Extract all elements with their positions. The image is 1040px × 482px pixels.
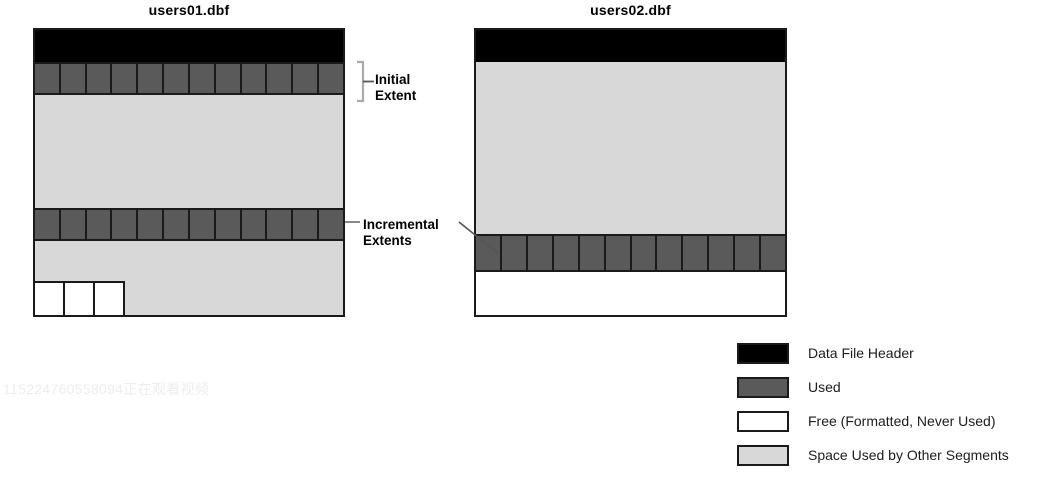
extent-cell bbox=[215, 64, 242, 93]
extent-cell bbox=[189, 64, 216, 93]
extent-cell bbox=[476, 236, 502, 270]
extent-cell bbox=[60, 210, 87, 239]
band-incremental-extent bbox=[476, 234, 785, 272]
extent-cell bbox=[35, 64, 61, 93]
extent-cell bbox=[215, 210, 242, 239]
legend-item-used: Used bbox=[737, 370, 1009, 404]
legend-swatch-used bbox=[737, 376, 789, 398]
extent-cell bbox=[553, 236, 580, 270]
extent-cell bbox=[35, 210, 61, 239]
legend-item-data-file-header: Data File Header bbox=[737, 336, 1009, 370]
extent-cell bbox=[605, 236, 632, 270]
extent-cell bbox=[761, 236, 785, 270]
extent-cell bbox=[319, 210, 343, 239]
band-free-blocks bbox=[35, 281, 125, 315]
extent-cell bbox=[267, 210, 294, 239]
annotation-incremental-extents: Incremental Extents bbox=[363, 217, 439, 248]
free-cell bbox=[65, 283, 95, 315]
band-other-segments bbox=[476, 62, 785, 234]
legend-item-free: Free (Formatted, Never Used) bbox=[737, 404, 1009, 438]
extent-cell bbox=[138, 64, 165, 93]
band-data-file-header bbox=[476, 30, 785, 62]
annotation-initial-extent: Initial Extent bbox=[375, 72, 417, 103]
legend-item-other-segments: Space Used by Other Segments bbox=[737, 438, 1009, 472]
legend-swatch-free bbox=[737, 410, 789, 432]
band-initial-extent bbox=[35, 62, 343, 95]
extent-cell bbox=[735, 236, 762, 270]
extent-cell bbox=[293, 210, 320, 239]
file-block-users01 bbox=[33, 28, 345, 317]
extent-cell bbox=[189, 210, 216, 239]
watermark-text: 115224760558094正在观看视频 bbox=[3, 381, 210, 397]
legend-swatch-data-file-header bbox=[737, 342, 789, 364]
file-block-users02 bbox=[474, 28, 787, 317]
legend-label: Space Used by Other Segments bbox=[808, 447, 1009, 463]
extent-cell bbox=[164, 64, 190, 93]
band-data-file-header bbox=[35, 30, 343, 62]
extent-cell bbox=[293, 64, 320, 93]
legend-label: Data File Header bbox=[808, 345, 914, 361]
extent-cell bbox=[683, 236, 710, 270]
legend: Data File Header Used Free (Formatted, N… bbox=[737, 336, 1009, 472]
extent-cell bbox=[579, 236, 606, 270]
legend-label: Used bbox=[808, 379, 841, 395]
legend-swatch-other-segments bbox=[737, 444, 789, 466]
band-other-segments-upper bbox=[35, 95, 343, 208]
extent-cell bbox=[112, 210, 139, 239]
initial-extent-bracket bbox=[357, 60, 365, 103]
extent-cell bbox=[60, 64, 87, 93]
extent-cell bbox=[709, 236, 736, 270]
file-title-users01: users01.dbf bbox=[148, 2, 230, 18]
extent-cell bbox=[527, 236, 554, 270]
extent-cell bbox=[267, 64, 294, 93]
extent-cell bbox=[241, 64, 268, 93]
extent-cell bbox=[319, 64, 343, 93]
extent-cell bbox=[241, 210, 268, 239]
legend-label: Free (Formatted, Never Used) bbox=[808, 413, 996, 429]
extent-cell bbox=[112, 64, 139, 93]
band-incremental-extent bbox=[35, 208, 343, 241]
extent-cell bbox=[86, 64, 113, 93]
free-cell bbox=[95, 283, 123, 315]
extent-cell bbox=[657, 236, 684, 270]
file-title-users02: users02.dbf bbox=[590, 2, 671, 18]
extent-cell bbox=[164, 210, 190, 239]
free-cell bbox=[35, 283, 65, 315]
band-free-space bbox=[476, 272, 785, 315]
extent-cell bbox=[86, 210, 113, 239]
extent-cell bbox=[138, 210, 165, 239]
extent-cell bbox=[501, 236, 528, 270]
extent-cell bbox=[631, 236, 658, 270]
